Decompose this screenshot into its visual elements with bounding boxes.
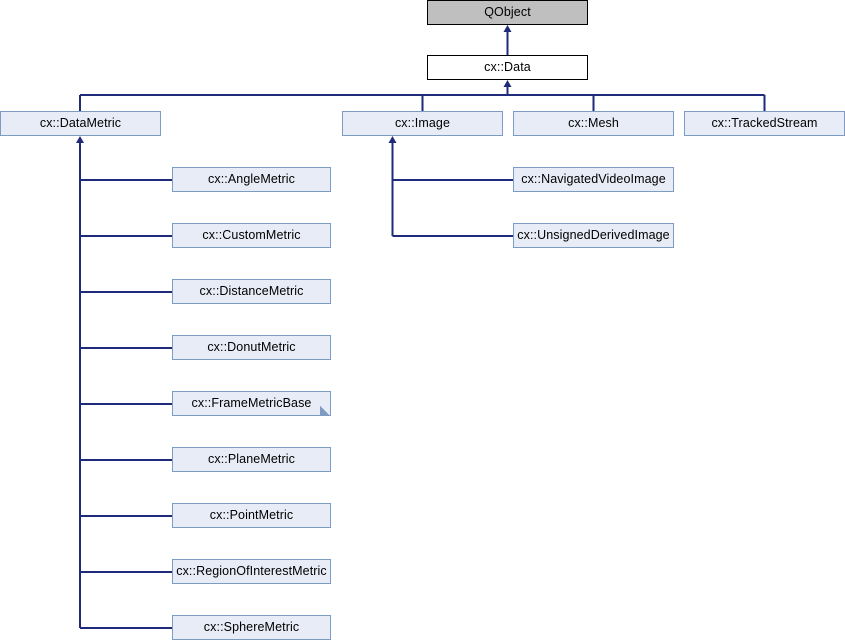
class-node-regionofinterestmetric[interactable]: cx::RegionOfInterestMetric (172, 559, 331, 584)
class-node-mesh[interactable]: cx::Mesh (513, 111, 674, 136)
class-node-label: cx::CustomMetric (202, 228, 301, 243)
class-node-image[interactable]: cx::Image (342, 111, 503, 136)
class-node-label: cx::DonutMetric (207, 340, 296, 355)
class-node-distancemetric[interactable]: cx::DistanceMetric (172, 279, 331, 304)
class-node-label: cx::DistanceMetric (199, 284, 304, 299)
class-node-data[interactable]: cx::Data (427, 55, 588, 80)
class-node-unsignedderivedimage[interactable]: cx::UnsignedDerivedImage (513, 223, 674, 248)
class-node-label: QObject (484, 5, 531, 20)
class-node-label: cx::PlaneMetric (208, 452, 295, 467)
class-node-anglemetric[interactable]: cx::AngleMetric (172, 167, 331, 192)
class-node-navigatedvideoimage[interactable]: cx::NavigatedVideoImage (513, 167, 674, 192)
class-node-planemetric[interactable]: cx::PlaneMetric (172, 447, 331, 472)
inheritance-arrowhead (388, 136, 397, 143)
class-node-label: cx::FrameMetricBase (191, 396, 312, 411)
class-node-label: cx::UnsignedDerivedImage (517, 228, 670, 243)
inheritance-arrowhead (503, 25, 512, 32)
inheritance-arrowhead (503, 80, 512, 87)
class-node-datametric[interactable]: cx::DataMetric (0, 111, 161, 136)
inheritance-arrowhead (76, 136, 84, 143)
class-node-label: cx::AngleMetric (208, 172, 295, 187)
class-node-label: cx::SphereMetric (203, 620, 300, 635)
class-node-label: cx::Data (484, 60, 531, 75)
class-node-trackedstream[interactable]: cx::TrackedStream (684, 111, 845, 136)
class-node-spheremetric[interactable]: cx::SphereMetric (172, 615, 331, 640)
class-node-donutmetric[interactable]: cx::DonutMetric (172, 335, 331, 360)
class-node-label: cx::Image (394, 116, 451, 131)
class-node-label: cx::Mesh (568, 116, 619, 131)
class-node-label: cx::NavigatedVideoImage (521, 172, 666, 187)
class-node-label: cx::PointMetric (209, 508, 294, 523)
class-node-label: cx::TrackedStream (711, 116, 818, 131)
class-node-label: cx::DataMetric (39, 116, 122, 131)
class-node-custommetric[interactable]: cx::CustomMetric (172, 223, 331, 248)
class-node-pointmetric[interactable]: cx::PointMetric (172, 503, 331, 528)
class-node-framemetricbase[interactable]: cx::FrameMetricBase (172, 391, 331, 416)
class-node-label: cx::RegionOfInterestMetric (176, 564, 327, 579)
class-node-qobject[interactable]: QObject (427, 0, 588, 25)
collapsed-subtree-icon[interactable] (320, 405, 330, 415)
